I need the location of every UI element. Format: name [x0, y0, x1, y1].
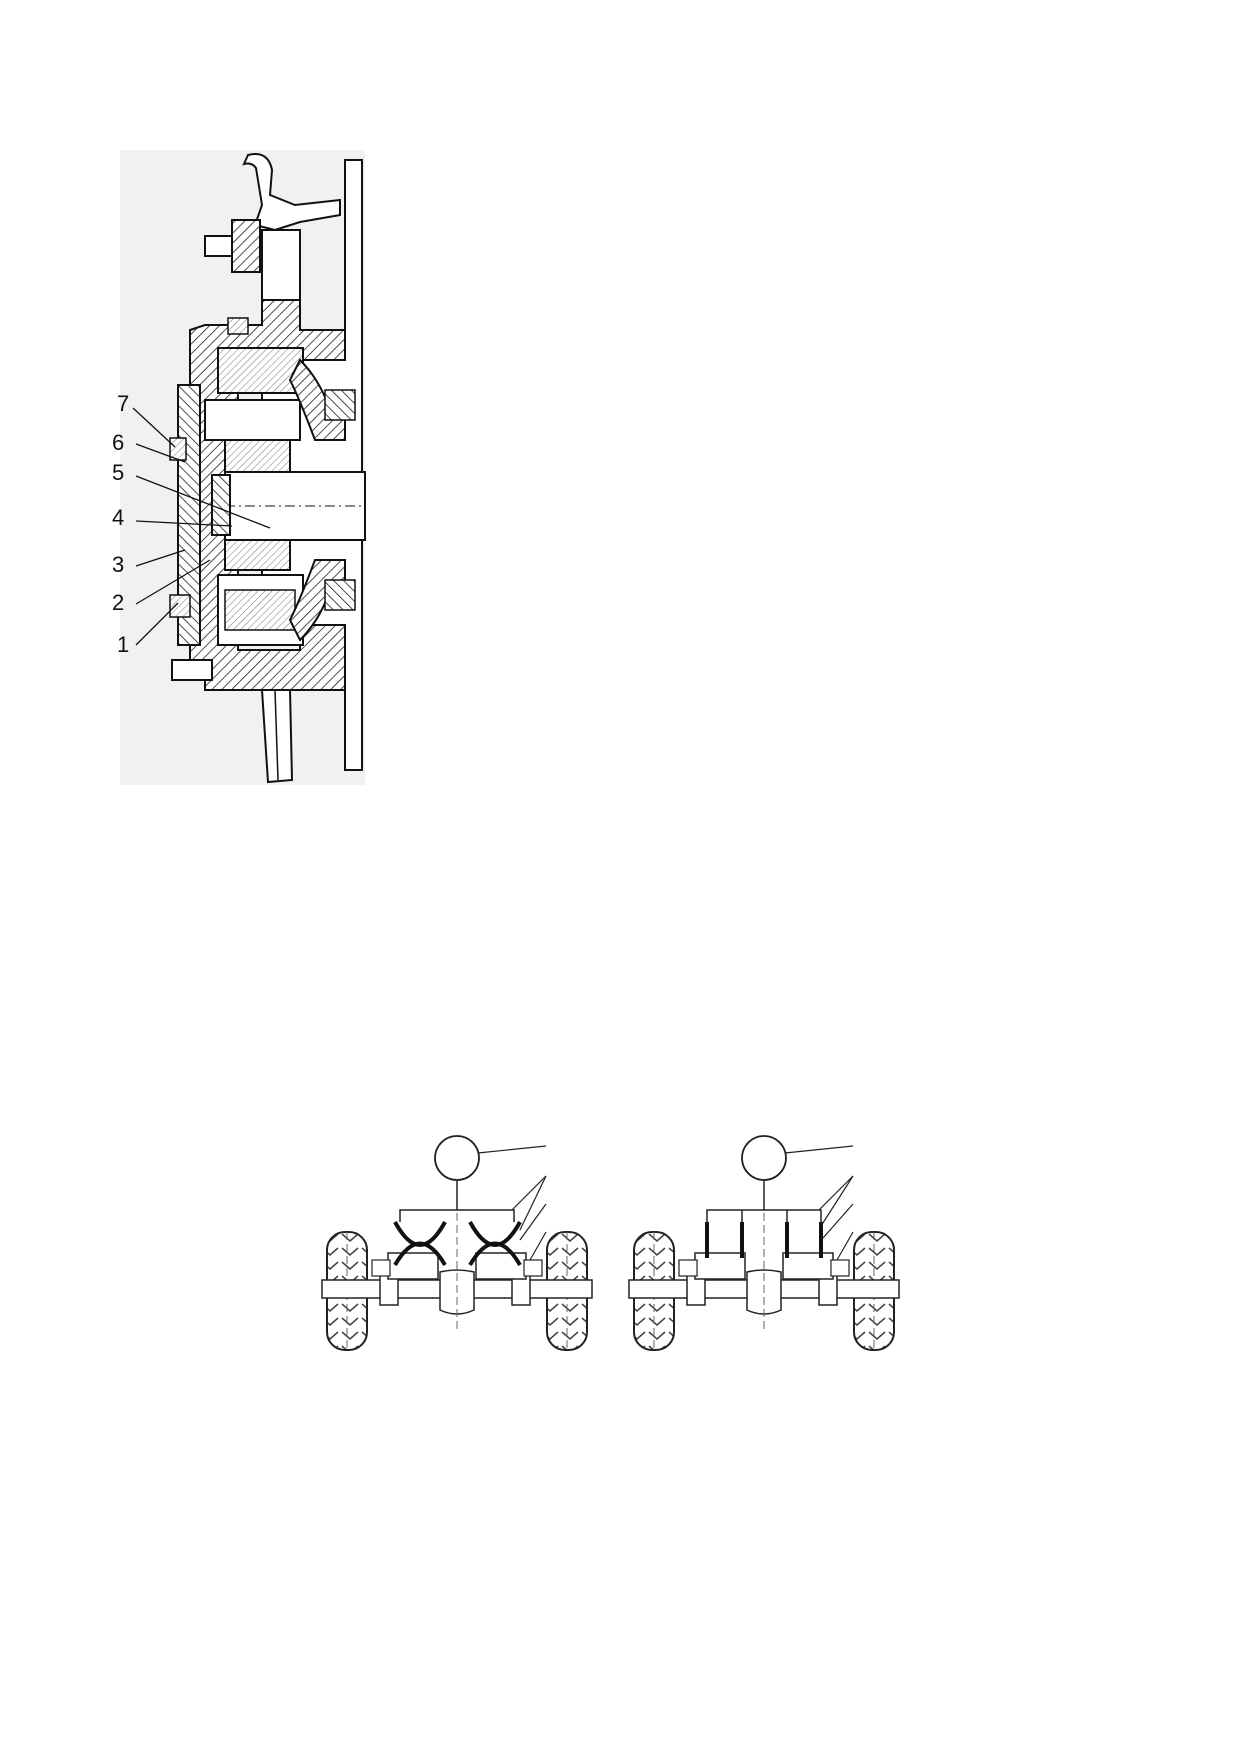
leader-hose-a	[511, 1175, 547, 1211]
motor-flange-left	[371, 1259, 391, 1277]
upper-shaft	[204, 399, 301, 441]
hose-manifold	[399, 1209, 515, 1222]
curved-hose-2	[393, 1241, 447, 1267]
leader-3	[135, 549, 186, 567]
leader-hose-a	[818, 1175, 854, 1211]
hose-manifold	[706, 1209, 822, 1222]
rim-bottom-line	[274, 689, 279, 781]
part-label-1: 1	[117, 632, 129, 657]
leader-hose-b	[820, 1175, 854, 1227]
motor-block-right	[782, 1252, 834, 1280]
lower-gear-teeth	[224, 539, 291, 571]
bottom-bolt	[171, 659, 213, 681]
leader-1	[135, 602, 179, 646]
pump-circle	[434, 1135, 480, 1181]
upper-gear	[217, 347, 304, 394]
leader-6	[135, 443, 186, 463]
tapered-bearing-lower	[324, 579, 356, 611]
leader-2	[135, 559, 211, 605]
part-label-3: 3	[112, 552, 124, 577]
leader-hose-c	[822, 1203, 854, 1239]
bolt-nut-top	[231, 219, 261, 273]
top-plug	[227, 317, 249, 335]
leader-motor	[529, 1231, 547, 1261]
leader-7	[132, 407, 176, 448]
motor-block-left	[694, 1252, 746, 1280]
lower-gear-bearing	[224, 589, 296, 631]
bolt-part-1	[169, 594, 191, 618]
final-drive-section-drawing: 7 6 5 4 3 2 1	[112, 150, 366, 785]
schematic-right	[628, 1135, 900, 1351]
motor-flange-left	[678, 1259, 698, 1277]
rim-top-hook	[242, 153, 341, 232]
part-label-6: 6	[112, 430, 124, 455]
leader-5	[135, 475, 271, 529]
motor-flange-right	[523, 1259, 543, 1277]
part-label-5: 5	[112, 460, 124, 485]
leader-pump	[477, 1145, 547, 1154]
part-label-2: 2	[112, 590, 124, 615]
part-label-7: 7	[117, 391, 129, 416]
upper-gear-teeth	[224, 439, 291, 473]
motor-flange-right	[830, 1259, 850, 1277]
leader-pump	[784, 1145, 854, 1154]
pump-circle	[741, 1135, 787, 1181]
leader-4	[135, 520, 233, 527]
part-label-4: 4	[112, 505, 124, 530]
leader-motor	[836, 1231, 854, 1261]
motor-block-right	[475, 1252, 527, 1280]
schematic-left	[321, 1135, 593, 1351]
leader-hose-b	[519, 1175, 547, 1231]
curved-hose-4	[468, 1241, 522, 1267]
motor-block-left	[387, 1252, 439, 1280]
leader-hose-c	[519, 1203, 547, 1241]
tapered-bearing-upper	[324, 389, 356, 421]
